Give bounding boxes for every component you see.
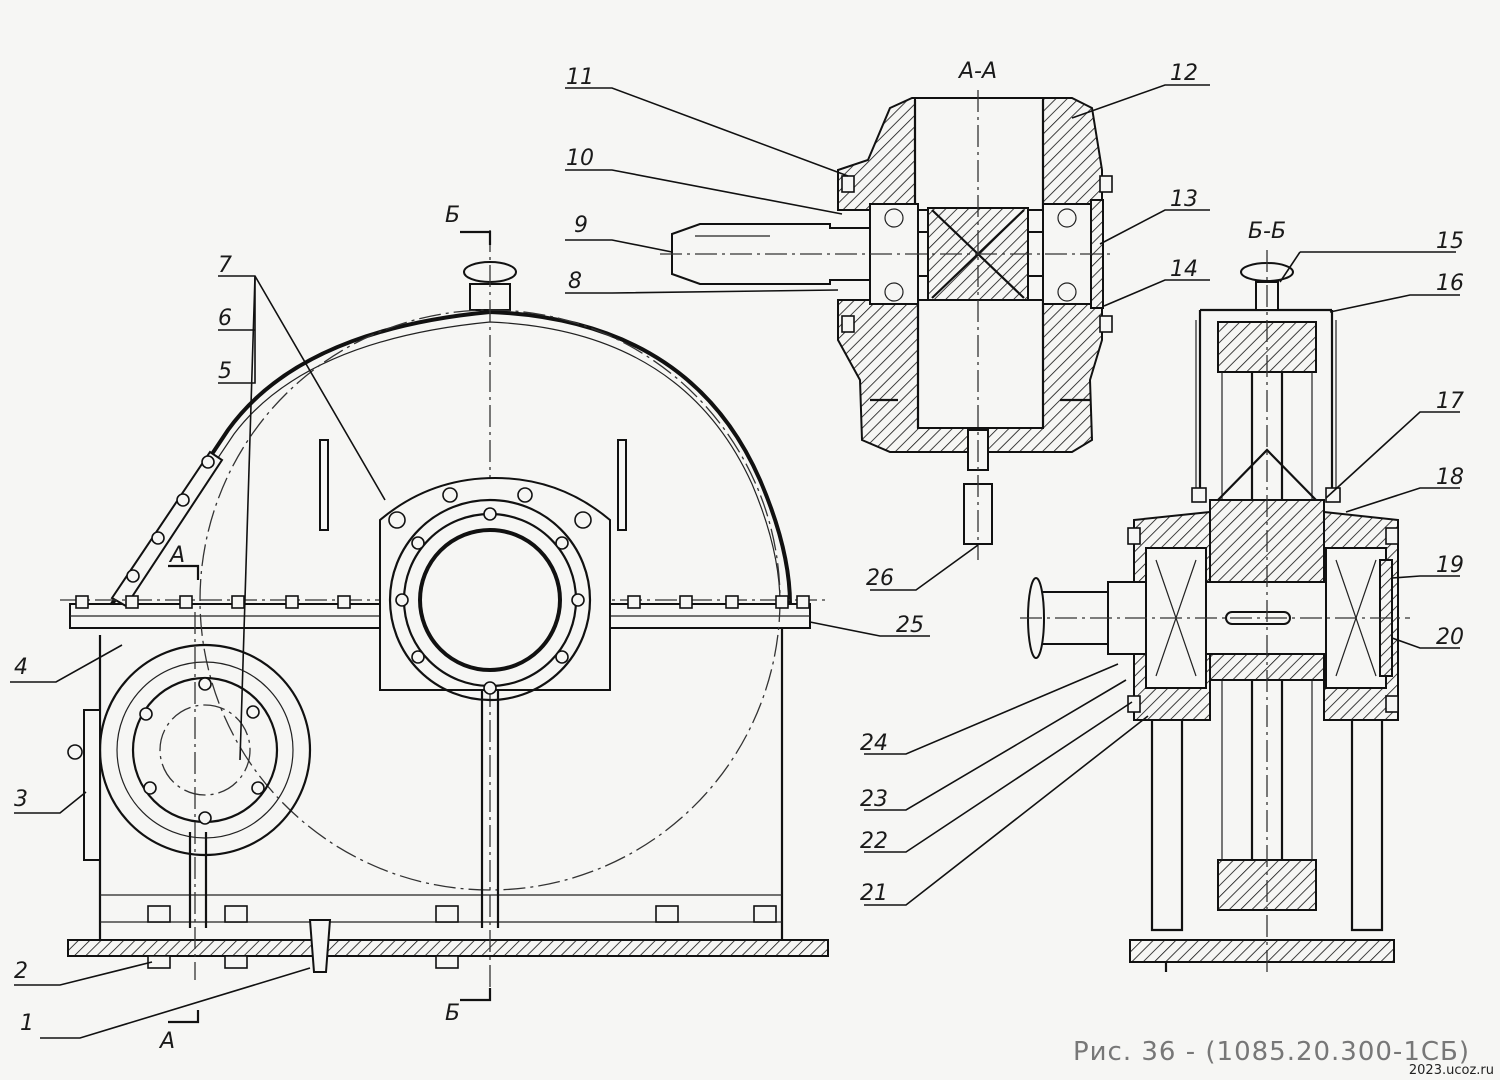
front-view [60, 230, 830, 1024]
callout-8: 8 [568, 269, 582, 294]
callout-9: 9 [574, 213, 588, 238]
cut-mark-b-bottom: Б [445, 1001, 460, 1026]
callout-20: 20 [1436, 625, 1464, 650]
figure-caption: Рис. 36 - (1085.20.300-1СБ) [1073, 1037, 1470, 1067]
section-cut-marks: Б Б А А [158, 203, 460, 1054]
section-a-a-view: А-А [660, 59, 1115, 560]
callout-2: 2 [14, 959, 28, 984]
callout-17: 17 [1436, 389, 1464, 414]
callout-24: 24 [860, 731, 888, 756]
watermark: 2023.ucoz.ru [1409, 1063, 1494, 1078]
callout-21: 21 [860, 881, 888, 906]
callout-6: 6 [218, 306, 232, 331]
callout-3: 3 [14, 787, 28, 812]
section-b-b-title: Б-Б [1248, 219, 1286, 244]
cut-mark-b-top: Б [445, 203, 460, 228]
callout-15: 15 [1436, 229, 1464, 254]
cut-mark-a-bottom: А [158, 1029, 175, 1054]
callout-13: 13 [1170, 187, 1198, 212]
callout-12: 12 [1170, 61, 1198, 86]
section-a-a-title: А-А [957, 59, 997, 84]
callout-25: 25 [896, 613, 924, 638]
callout-labels: 1 2 3 4 5 6 7 8 9 10 11 12 13 14 15 16 1… [14, 61, 1464, 1036]
callout-23: 23 [860, 787, 888, 812]
callout-1: 1 [20, 1011, 34, 1036]
callout-26: 26 [866, 566, 894, 591]
callout-22: 22 [860, 829, 888, 854]
callout-4: 4 [14, 655, 28, 680]
section-b-b-view: Б-Б [1020, 219, 1410, 975]
callout-19: 19 [1436, 553, 1464, 578]
callout-5: 5 [218, 359, 232, 384]
callout-7: 7 [218, 253, 232, 278]
base-plate [67, 939, 829, 957]
callout-leaders [10, 84, 1460, 1039]
callout-11: 11 [566, 65, 594, 90]
callout-18: 18 [1436, 465, 1464, 490]
callout-16: 16 [1436, 271, 1464, 296]
callout-10: 10 [566, 146, 594, 171]
housing-cover [110, 309, 792, 606]
callout-14: 14 [1170, 257, 1198, 282]
cut-mark-a-top: А [168, 543, 185, 568]
